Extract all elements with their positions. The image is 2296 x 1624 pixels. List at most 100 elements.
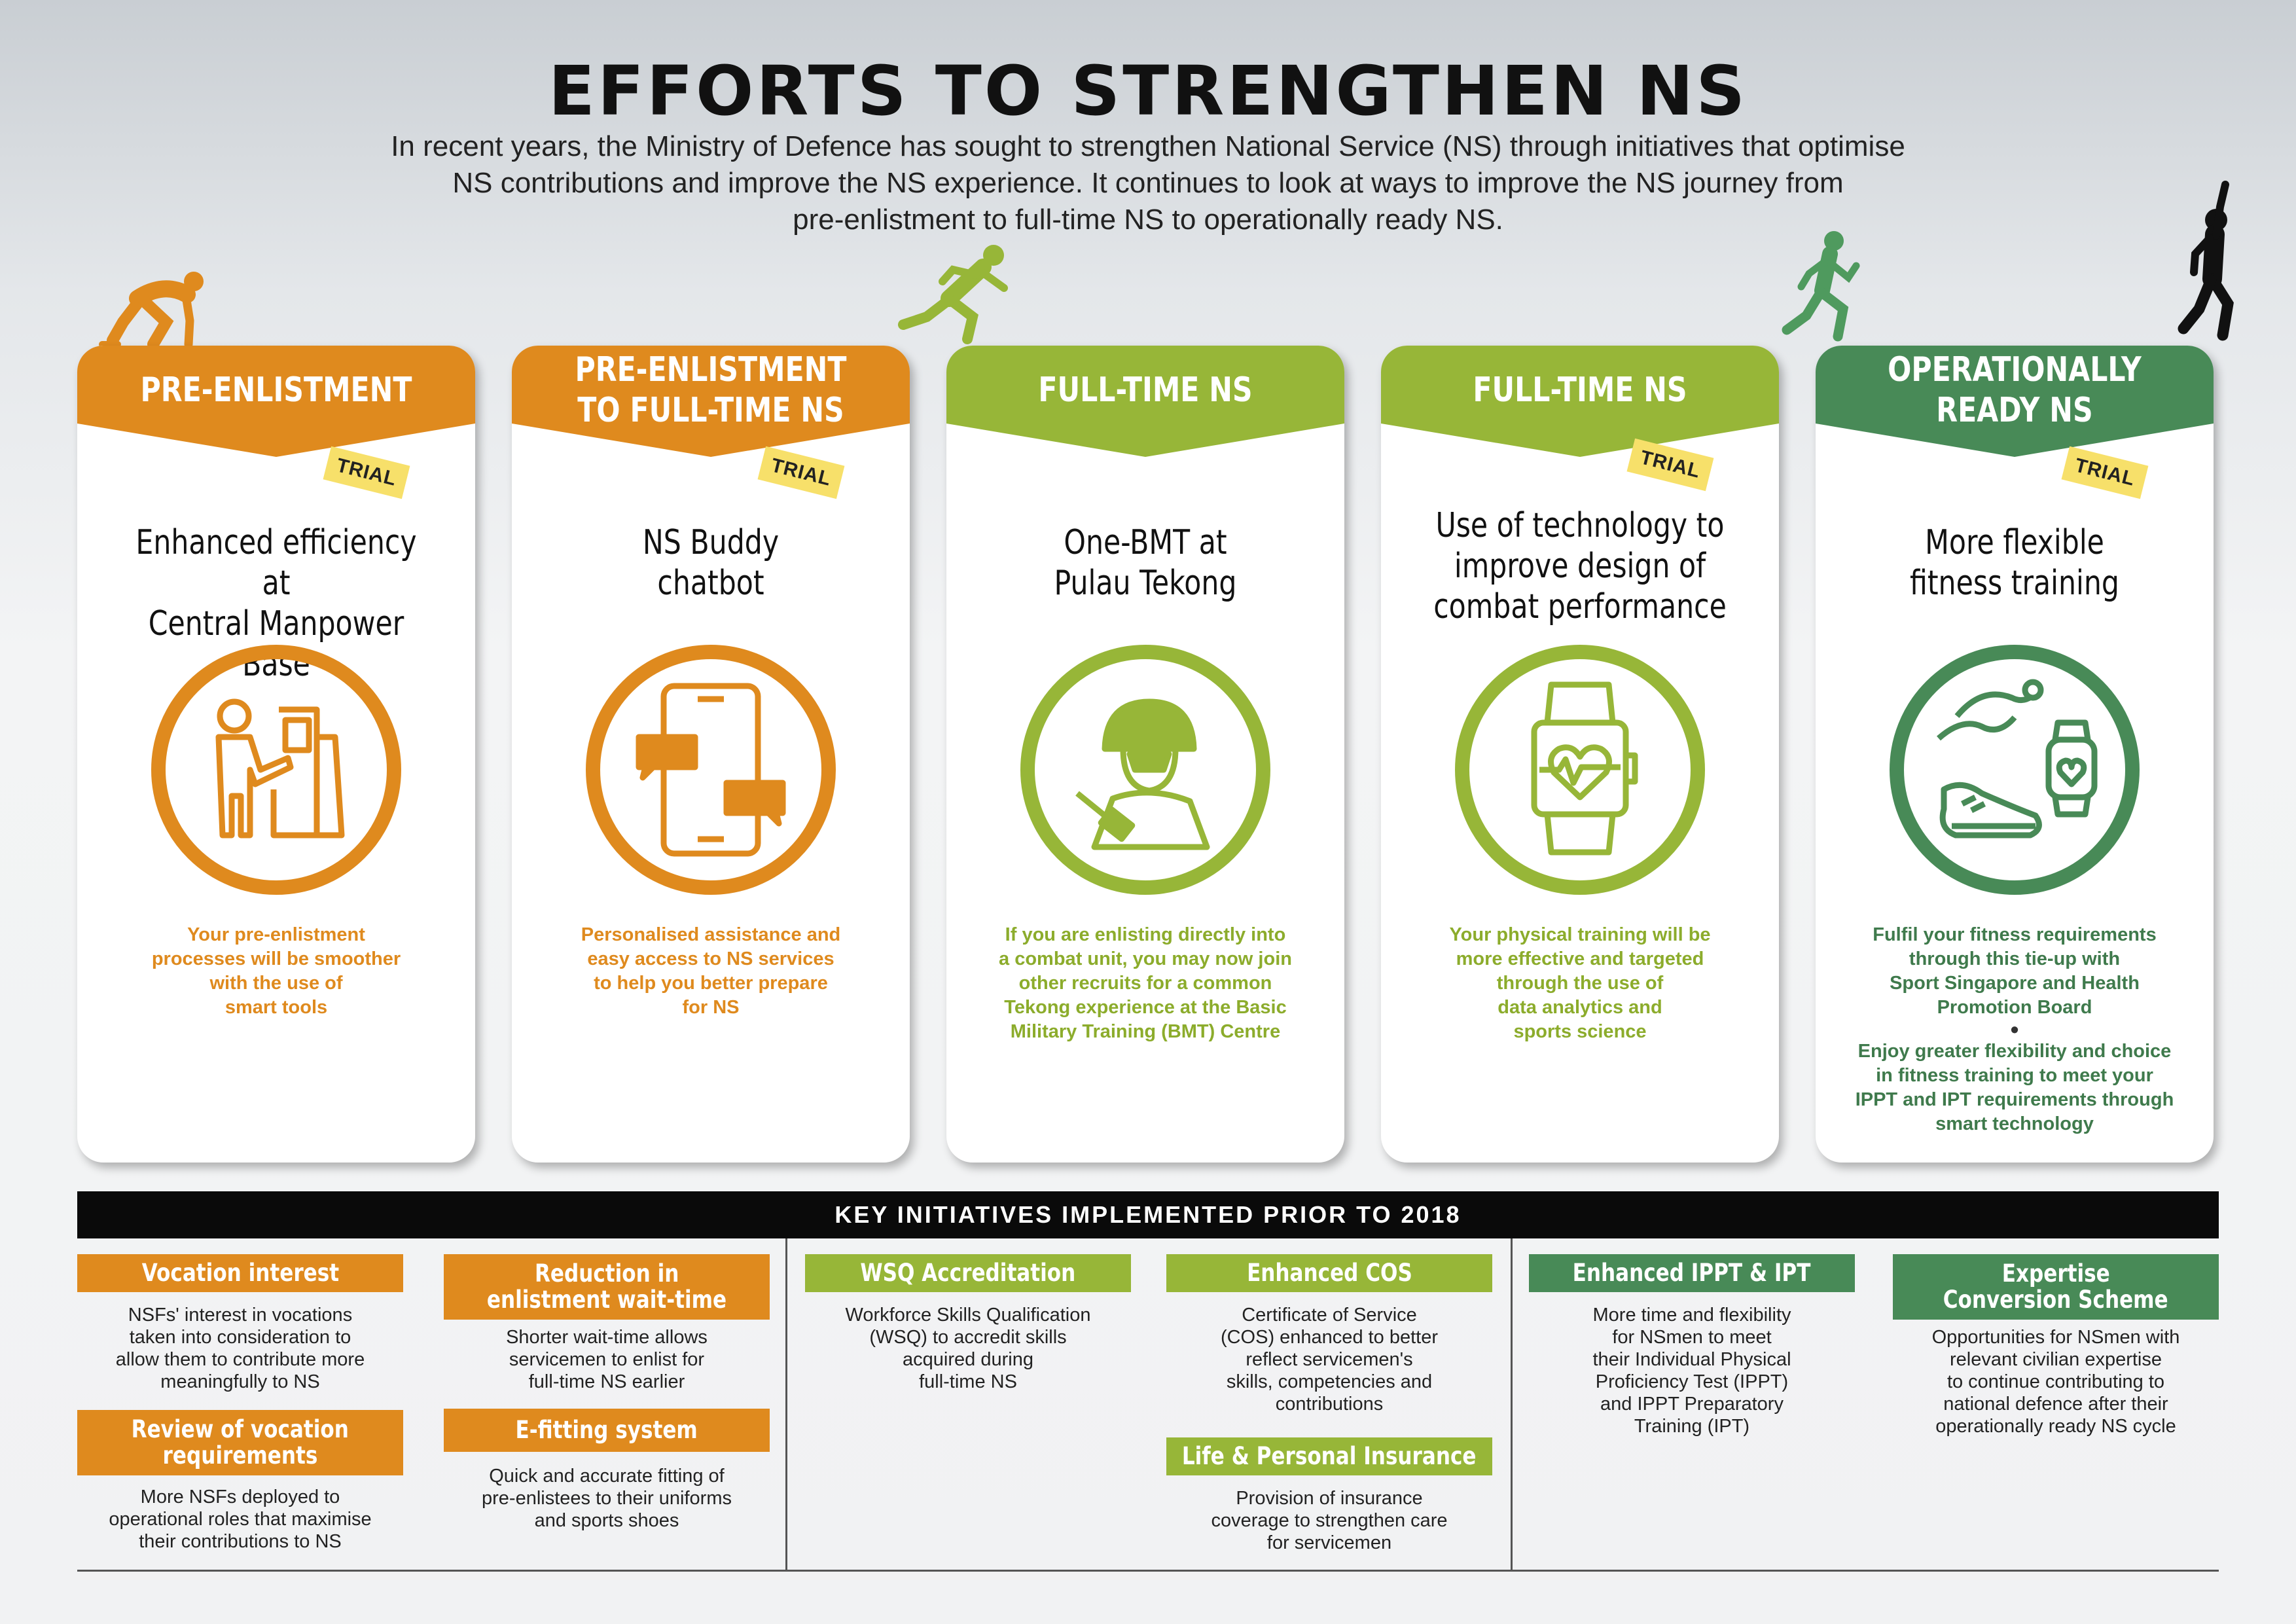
initiative-label-wsq-accreditation: WSQ Accreditation <box>805 1254 1131 1292</box>
desc-line: skills, competencies and <box>1226 1371 1433 1392</box>
headline-line: Pulau Tekong <box>1054 564 1237 603</box>
label-line: Expertise <box>2001 1259 2110 1288</box>
desc-line: pre-enlistees to their uniforms <box>482 1488 732 1509</box>
stage-title: FULL-TIME NS <box>1417 346 1744 435</box>
key-initiatives-header: KEY INITIATIVES IMPLEMENTED PRIOR TO 201… <box>77 1191 2219 1238</box>
desc-line: Opportunities for NSmen with <box>1931 1327 2180 1348</box>
running-man-icon <box>1782 231 1860 342</box>
desc-line: and sports shoes <box>534 1510 679 1531</box>
initiative-description: Your pre-enlistment processes will be sm… <box>103 923 449 1020</box>
desc-line: acquired during <box>903 1349 1033 1370</box>
initiative-desc: Quick and accurate fitting of pre-enlist… <box>444 1465 770 1532</box>
kiosk-user-icon <box>151 645 401 895</box>
desc-line: smart technology <box>1935 1113 2094 1134</box>
label-line: Enhanced COS <box>1246 1259 1412 1287</box>
initiative-desc: Opportunities for NSmen with relevant ci… <box>1893 1326 2219 1437</box>
desc-line: Enjoy greater flexibility and choice <box>1857 1041 2172 1062</box>
desc-line: Promotion Board <box>1937 997 2092 1018</box>
intro-line: NS contributions and improve the NS expe… <box>452 167 1844 199</box>
stage-title: FULL-TIME NS <box>982 346 1309 435</box>
desc-line: full-time NS <box>919 1371 1017 1392</box>
stage-card-full-time-ns-bmt: FULL-TIME NS One-BMT at Pulau Tekong If … <box>946 346 1344 1163</box>
stage-card-pre-enlistment: PRE-ENLISTMENT TRIAL Enhanced efficiency… <box>77 346 475 1163</box>
phone-chat-icon <box>586 645 836 895</box>
desc-line: Certificate of Service <box>1242 1305 1417 1326</box>
stage-title: OPERATIONALLY READY NS <box>1852 346 2178 435</box>
desc-line: taken into consideration to <box>129 1327 351 1348</box>
initiative-label-enhanced-ippt-ipt: Enhanced IPPT & IPT <box>1529 1254 1855 1292</box>
stage-title: PRE-ENLISTMENT <box>113 346 440 435</box>
initiative-label-vocation-interest: Vocation interest <box>77 1254 403 1292</box>
stage-title: PRE-ENLISTMENT TO FULL-TIME NS <box>548 346 874 435</box>
desc-line: (COS) enhanced to better <box>1220 1327 1439 1348</box>
smartwatch-heart-icon <box>1455 645 1705 895</box>
column-divider <box>785 1238 787 1571</box>
label-line: enlistment wait-time <box>486 1286 727 1314</box>
stage-title-line: PRE-ENLISTMENT <box>575 350 847 389</box>
column-divider <box>1511 1238 1513 1571</box>
desc-line: to help you better prepare <box>594 973 828 994</box>
fitness-icon <box>1890 645 2140 895</box>
label-line: WSQ Accreditation <box>860 1259 1076 1287</box>
desc-line: for NSmen to meet <box>1612 1327 1772 1348</box>
celebrating-runner-icon <box>2178 181 2234 341</box>
desc-line: Fulfil your fitness requirements <box>1873 924 2157 945</box>
label-line: Vocation interest <box>141 1259 339 1287</box>
label-line: Conversion Scheme <box>1943 1286 2168 1314</box>
desc-line: Shorter wait-time allows <box>506 1327 708 1348</box>
initiative-label-review-of-vocation-requirements: Review of vocation requirements <box>77 1410 403 1475</box>
intro-line: pre-enlistment to full-time NS to operat… <box>793 204 1503 236</box>
stage-title-line: FULL-TIME NS <box>1038 370 1253 410</box>
stage-card-full-time-ns-technology: FULL-TIME NS TRIAL Use of technology to … <box>1381 346 1779 1163</box>
headline-line: fitness training <box>1909 564 2120 603</box>
desc-line: to continue contributing to <box>1946 1371 2165 1392</box>
desc-line: reflect servicemen's <box>1246 1349 1413 1370</box>
desc-line: sports science <box>1513 1021 1647 1042</box>
desc-line: More time and flexibility <box>1592 1305 1791 1326</box>
initiative-headline: NS Buddy chatbot <box>558 522 863 604</box>
desc-line: allow them to contribute more <box>115 1349 365 1370</box>
stage-card-pre-enlistment-to-full-time-ns: PRE-ENLISTMENT TO FULL-TIME NS TRIAL NS … <box>512 346 910 1163</box>
initiative-label-expertise-conversion-scheme: Expertise Conversion Scheme <box>1893 1254 2219 1320</box>
desc-line: servicemen to enlist for <box>509 1349 705 1370</box>
desc-line: operational roles that maximise <box>109 1509 372 1530</box>
stage-title-line: FULL-TIME NS <box>1473 370 1687 410</box>
desc-line: through the use of <box>1496 973 1664 994</box>
trial-badge: TRIAL <box>1626 438 1714 492</box>
desc-line: through this tie-up with <box>1909 948 2121 969</box>
page-title: EFFORTS TO STRENGTHEN NS <box>548 51 1748 131</box>
desc-line: Quick and accurate fitting of <box>489 1466 725 1487</box>
desc-line: coverage to strengthen care <box>1211 1510 1448 1531</box>
desc-line: data analytics and <box>1498 997 1662 1018</box>
desc-line: Your pre-enlistment <box>187 924 365 945</box>
stage-title-line: TO FULL-TIME NS <box>577 391 844 430</box>
initiative-desc: NSFs' interest in vocations taken into c… <box>77 1304 403 1393</box>
initiative-headline: More flexible fitness training <box>1862 522 2167 604</box>
desc-line: relevant civilian expertise <box>1950 1349 2162 1370</box>
initiative-desc: Workforce Skills Qualification (WSQ) to … <box>805 1304 1131 1393</box>
desc-line: Provision of insurance <box>1236 1488 1423 1509</box>
desc-line: in fitness training to meet your <box>1876 1065 2153 1086</box>
desc-line: Workforce Skills Qualification <box>845 1305 1091 1326</box>
desc-line: IPPT and IPT requirements through <box>1855 1089 2174 1110</box>
initiative-desc: More time and flexibility for NSmen to m… <box>1529 1304 1855 1437</box>
initiative-label-reduction-in-enlistment-wait-time: Reduction in enlistment wait-time <box>444 1254 770 1320</box>
desc-line: Sport Singapore and Health <box>1890 973 2140 994</box>
desc-line: other recruits for a common <box>1018 973 1272 994</box>
desc-line: If you are enlisting directly into <box>1005 924 1286 945</box>
desc-line: Military Training (BMT) Centre <box>1010 1021 1281 1042</box>
initiative-label-life-personal-insurance: Life & Personal Insurance <box>1166 1437 1492 1475</box>
desc-line: with the use of <box>209 973 343 994</box>
sprinting-runner-icon <box>898 245 1008 344</box>
stage-card-operationally-ready-ns: OPERATIONALLY READY NS TRIAL More flexib… <box>1816 346 2214 1163</box>
desc-line: operationally ready NS cycle <box>1935 1416 2176 1437</box>
desc-line: NSFs' interest in vocations <box>128 1305 353 1326</box>
desc-line: their contributions to NS <box>139 1531 342 1552</box>
desc-line: their Individual Physical <box>1592 1349 1791 1370</box>
label-line: requirements <box>162 1441 318 1470</box>
initiative-description: Fulfil your fitness requirements through… <box>1842 923 2187 1136</box>
initiative-desc: Provision of insurance coverage to stren… <box>1166 1487 1492 1554</box>
headline-line: NS Buddy <box>642 523 780 562</box>
stage-title-line: OPERATIONALLY <box>1888 350 2142 389</box>
crouching-runner-icon <box>99 272 204 348</box>
